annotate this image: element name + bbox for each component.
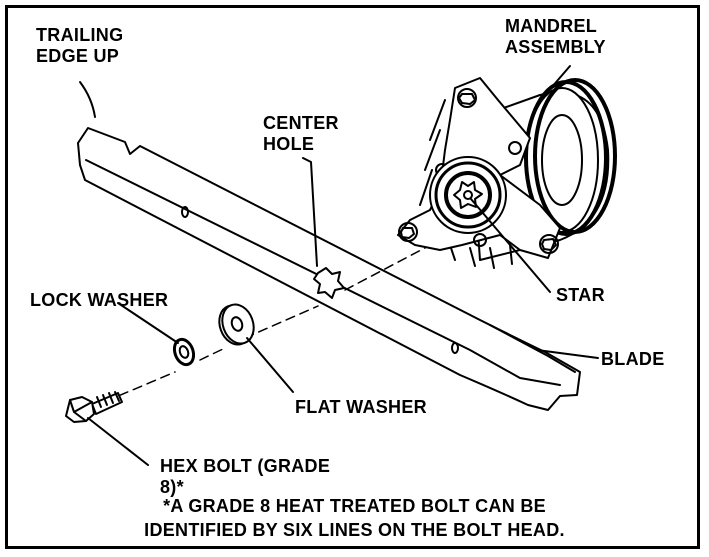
flat-washer-drawing [218, 303, 255, 346]
star-label: STAR [556, 285, 605, 305]
leader-hex-bolt [87, 417, 149, 466]
center-hole-label-line1: CENTER [263, 113, 339, 133]
blade-label: BLADE [601, 349, 665, 369]
footnote-line1: *A GRADE 8 HEAT TREATED BOLT CAN BE [163, 496, 546, 516]
diagram-border [5, 5, 700, 549]
footnote-line2: IDENTIFIED BY SIX LINES ON THE BOLT HEAD… [144, 520, 565, 540]
leader-lock-washer [117, 302, 179, 344]
mandrel-drawing [397, 77, 617, 269]
center-hole-label: CENTER HOLE [263, 113, 339, 155]
hex-bolt-drawing [65, 391, 123, 423]
lock-washer-drawing [172, 337, 196, 367]
center-hole-label-line2: HOLE [263, 134, 315, 154]
flat-washer-label: FLAT WASHER [295, 397, 427, 417]
footnote: *A GRADE 8 HEAT TREATED BOLT CAN BE IDEN… [0, 494, 709, 542]
mandrel-label-line2: ASSEMBLY [505, 37, 606, 57]
mandrel-assembly-label: MANDREL ASSEMBLY [505, 16, 606, 58]
trailing-edge-label: TRAILING EDGE UP [36, 25, 123, 67]
hex-bolt-label-line2: 8)* [160, 477, 184, 497]
leader-mandrel [544, 65, 571, 96]
mandrel-label-line1: MANDREL [505, 16, 598, 36]
assembly-axis [77, 239, 441, 414]
leader-trailing-edge [79, 81, 96, 118]
leader-star [470, 198, 551, 293]
leader-center-hole [302, 157, 318, 267]
hex-bolt-label-line1: HEX BOLT (GRADE [160, 456, 331, 476]
blade-drawing [77, 127, 581, 411]
trailing-edge-label-line1: TRAILING [36, 25, 124, 45]
trailing-edge-label-line2: EDGE UP [36, 46, 120, 66]
hex-bolt-label: HEX BOLT (GRADE 8)* [160, 456, 330, 498]
lock-washer-label: LOCK WASHER [30, 290, 169, 310]
center-hole-drawing [313, 267, 345, 299]
leader-flat-washer [246, 337, 294, 393]
leader-blade [536, 349, 599, 359]
